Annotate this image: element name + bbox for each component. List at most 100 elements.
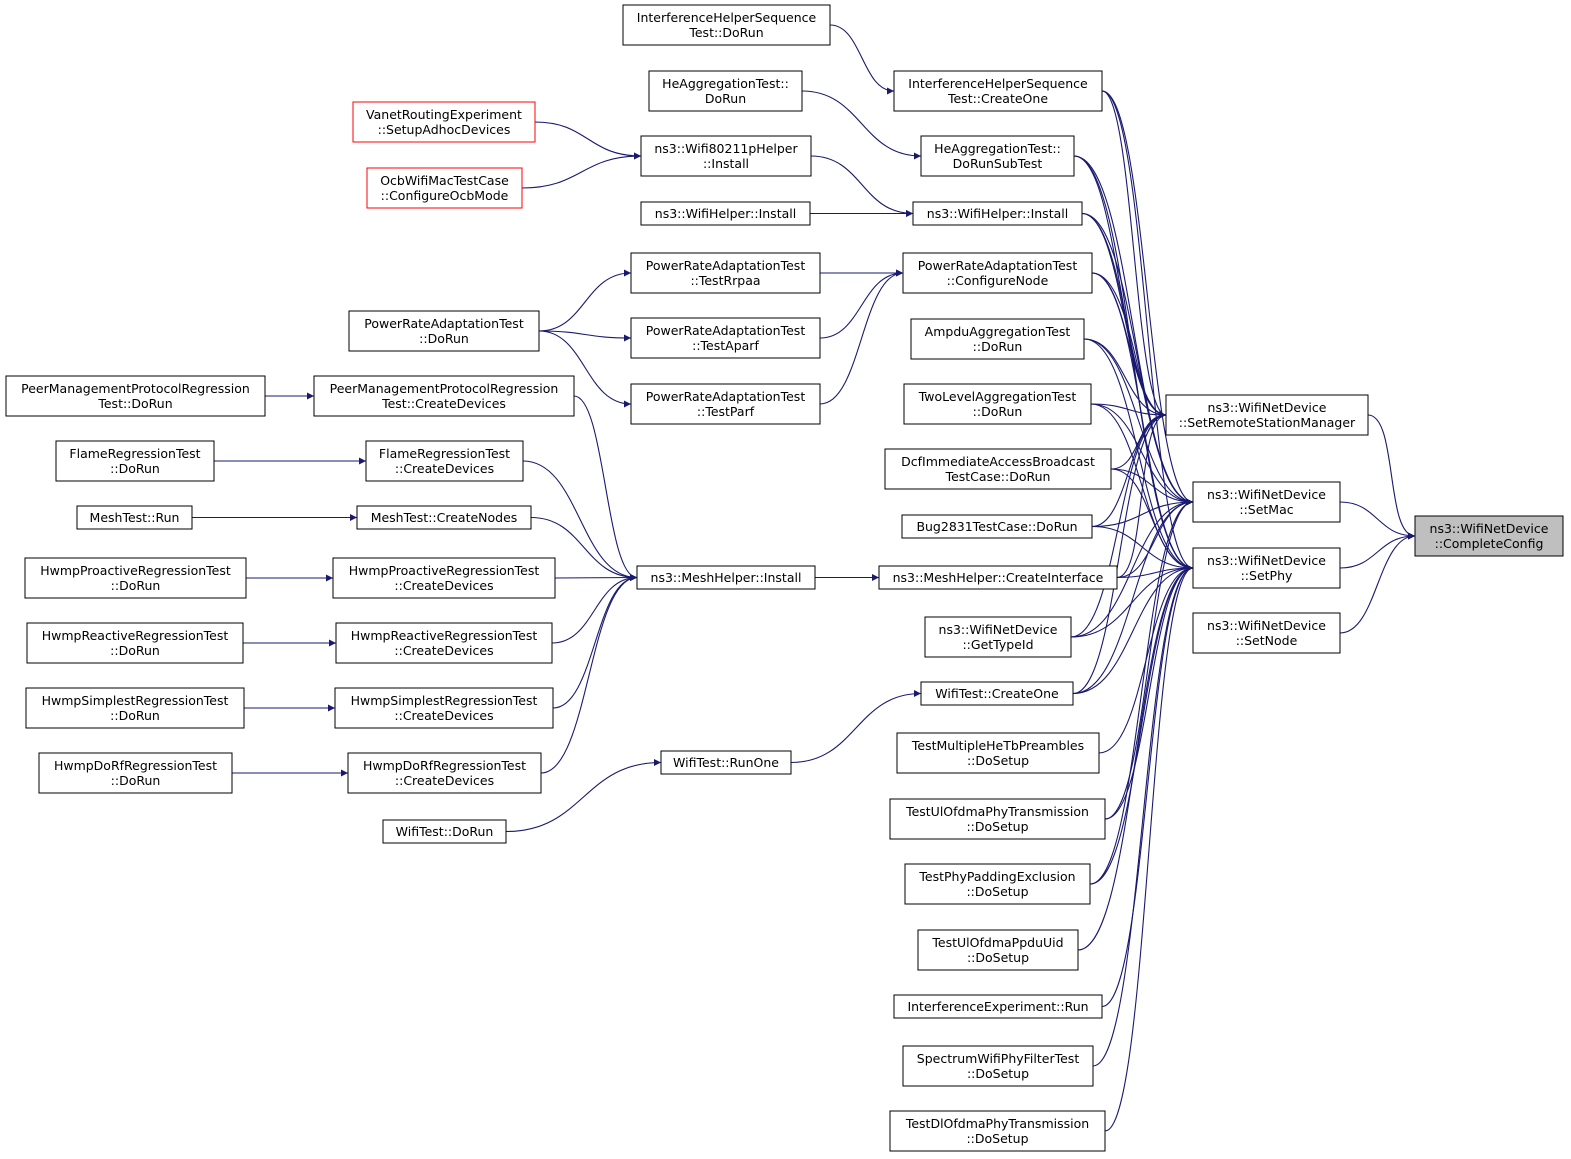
node-bug2831_dorun[interactable]: Bug2831TestCase::DoRun xyxy=(901,514,1093,539)
node-flame_createdevices[interactable]: FlameRegressionTest::CreateDevices xyxy=(365,440,524,482)
node-layer: ns3::WifiNetDevice::CompleteConfigns3::W… xyxy=(5,4,1564,1152)
node-label-line: ::SetRemoteStationManager xyxy=(1179,415,1356,430)
node-pmp_createdevices[interactable]: PeerManagementProtocolRegressionTest::Cr… xyxy=(313,375,575,417)
node-hwmpdorf_createdevices[interactable]: HwmpDoRfRegressionTest::CreateDevices xyxy=(347,752,542,794)
node-label-line: TestDlOfdmaPhyTransmission xyxy=(905,1116,1089,1131)
node-label-line: ::CreateDevices xyxy=(394,578,493,593)
node-heagg_dorunsubtest[interactable]: HeAggregationTest::DoRunSubTest xyxy=(920,135,1075,177)
node-hwmpproactive_dorun[interactable]: HwmpProactiveRegressionTest::DoRun xyxy=(24,557,247,599)
node-label-line: ::DoSetup xyxy=(966,884,1028,899)
node-meshhelper_install[interactable]: ns3::MeshHelper::Install xyxy=(636,565,816,590)
node-testulofdmaphy[interactable]: TestUlOfdmaPhyTransmission::DoSetup xyxy=(889,798,1106,840)
node-pra_testparf[interactable]: PowerRateAdaptationTest::TestParf xyxy=(630,383,821,425)
node-label-line: TestCase::DoRun xyxy=(945,469,1051,484)
node-ocb_configure[interactable]: OcbWifiMacTestCase::ConfigureOcbMode xyxy=(366,167,523,209)
node-label-line: ::SetPhy xyxy=(1241,568,1293,583)
node-hwmpsimplest_dorun[interactable]: HwmpSimplestRegressionTest::DoRun xyxy=(25,687,245,729)
node-label-line: ::DoRun xyxy=(111,578,161,593)
edge-setmac-to-completeconfig xyxy=(1339,501,1416,540)
node-box xyxy=(640,201,811,226)
node-label-line: TwoLevelAggregationTest xyxy=(918,389,1077,404)
node-box xyxy=(917,929,1079,971)
node-label-line: OcbWifiMacTestCase xyxy=(380,173,509,188)
node-meshtest_createnodes[interactable]: MeshTest::CreateNodes xyxy=(356,505,532,530)
node-hwmpreactive_createdevices[interactable]: HwmpReactiveRegressionTest::CreateDevice… xyxy=(335,622,553,664)
node-label-line: InterferenceHelperSequence xyxy=(908,76,1088,91)
edge-pra_configurenode-to-setphy xyxy=(1091,272,1194,572)
node-ihs_createone[interactable]: InterferenceHelperSequenceTest::CreateOn… xyxy=(893,70,1103,112)
edge-ihs_dorun-to-ihs_createone xyxy=(829,24,895,95)
node-wifi80211p_install[interactable]: ns3::Wifi80211pHelper::Install xyxy=(640,135,812,177)
node-label-line: ::DoSetup xyxy=(966,1131,1028,1146)
node-hwmpsimplest_createdevices[interactable]: HwmpSimplestRegressionTest::CreateDevice… xyxy=(334,687,554,729)
node-box xyxy=(335,622,553,664)
node-testphypadding[interactable]: TestPhyPaddingExclusion::DoSetup xyxy=(904,863,1091,905)
edge-ampdu_dorun-to-setphy xyxy=(1083,338,1194,572)
node-label-line: ns3::WifiHelper::Install xyxy=(927,206,1068,221)
node-label-line: ::ConfigureNode xyxy=(947,273,1049,288)
node-wifitest_createone[interactable]: WifiTest::CreateOne xyxy=(920,681,1074,706)
node-box xyxy=(26,622,244,664)
node-testmultiplehetb[interactable]: TestMultipleHeTbPreambles::DoSetup xyxy=(896,732,1100,774)
node-label-line: HwmpProactiveRegressionTest xyxy=(40,563,231,578)
node-label-line: HwmpDoRfRegressionTest xyxy=(54,758,217,773)
node-meshtest_run[interactable]: MeshTest::Run xyxy=(76,505,193,530)
node-hwmpreactive_dorun[interactable]: HwmpReactiveRegressionTest::DoRun xyxy=(26,622,244,664)
node-meshhelper_createinterface[interactable]: ns3::MeshHelper::CreateInterface xyxy=(878,565,1118,590)
node-wifitest_runone[interactable]: WifiTest::RunOne xyxy=(660,750,792,775)
node-dcf_dorun[interactable]: DcfImmediateAccessBroadcastTestCase::DoR… xyxy=(884,448,1112,490)
node-testdlofdmaphy[interactable]: TestDlOfdmaPhyTransmission::DoSetup xyxy=(889,1110,1106,1152)
node-setnode[interactable]: ns3::WifiNetDevice::SetNode xyxy=(1192,612,1341,654)
node-spectrumfilter[interactable]: SpectrumWifiPhyFilterTest::DoSetup xyxy=(902,1045,1094,1087)
node-label-line: ::CreateDevices xyxy=(394,708,493,723)
node-label-line: DoRun xyxy=(705,91,746,106)
node-box xyxy=(334,687,554,729)
edge-pra_dorun-to-pra_testaparf xyxy=(538,330,632,342)
node-label-line: ::TestParf xyxy=(697,404,755,419)
node-pra_testrrpaa[interactable]: PowerRateAdaptationTest::TestRrpaa xyxy=(630,252,821,294)
node-twolevel_dorun[interactable]: TwoLevelAggregationTest::DoRun xyxy=(903,383,1092,425)
node-box xyxy=(1192,612,1341,654)
node-box xyxy=(893,994,1103,1019)
node-box xyxy=(920,681,1074,706)
node-label-line: ::CreateDevices xyxy=(394,643,493,658)
node-box xyxy=(347,752,542,794)
node-wifitest_dorun[interactable]: WifiTest::DoRun xyxy=(382,819,507,844)
node-label-line: ::CreateDevices xyxy=(395,773,494,788)
node-hwmpdorf_dorun[interactable]: HwmpDoRfRegressionTest::DoRun xyxy=(38,752,233,794)
node-label-line: ::CreateDevices xyxy=(395,461,494,476)
node-flame_dorun[interactable]: FlameRegressionTest::DoRun xyxy=(55,440,215,482)
node-interferenceexp_run[interactable]: InterferenceExperiment::Run xyxy=(893,994,1103,1019)
node-setmac[interactable]: ns3::WifiNetDevice::SetMac xyxy=(1192,481,1341,523)
node-box xyxy=(5,375,266,417)
node-label-line: PowerRateAdaptationTest xyxy=(646,323,806,338)
node-testulofdmappdu[interactable]: TestUlOfdmaPpduUid::DoSetup xyxy=(917,929,1079,971)
edge-setphy-to-completeconfig xyxy=(1339,532,1416,569)
node-label-line: MeshTest::CreateNodes xyxy=(371,510,518,525)
node-pmp_dorun[interactable]: PeerManagementProtocolRegressionTest::Do… xyxy=(5,375,266,417)
node-box xyxy=(352,101,536,143)
node-heagg_dorun[interactable]: HeAggregationTest::DoRun xyxy=(648,70,803,112)
node-box xyxy=(630,383,821,425)
node-label-line: ::DoRun xyxy=(110,643,160,658)
node-setremotestationmanager[interactable]: ns3::WifiNetDevice::SetRemoteStationMana… xyxy=(1165,394,1369,436)
node-vanet_setup[interactable]: VanetRoutingExperiment::SetupAdhocDevice… xyxy=(352,101,536,143)
node-hwmpproactive_createdevices[interactable]: HwmpProactiveRegressionTest::CreateDevic… xyxy=(332,557,556,599)
node-label-line: HwmpSimplestRegressionTest xyxy=(42,693,229,708)
node-pra_dorun[interactable]: PowerRateAdaptationTest::DoRun xyxy=(348,310,540,352)
edge-pra_testaparf-to-pra_configurenode xyxy=(819,269,904,339)
node-completeconfig[interactable]: ns3::WifiNetDevice::CompleteConfig xyxy=(1414,515,1564,557)
node-box xyxy=(25,687,245,729)
node-setphy[interactable]: ns3::WifiNetDevice::SetPhy xyxy=(1192,547,1341,589)
node-label-line: ::GetTypeId xyxy=(962,637,1033,652)
edge-setremotestationmanager-to-completeconfig xyxy=(1367,414,1416,540)
node-pra_testaparf[interactable]: PowerRateAdaptationTest::TestAparf xyxy=(630,317,821,359)
node-wifihelper_install1[interactable]: ns3::WifiHelper::Install xyxy=(640,201,811,226)
node-box xyxy=(889,798,1106,840)
node-label-line: PeerManagementProtocolRegression xyxy=(330,381,559,396)
node-pra_configurenode[interactable]: PowerRateAdaptationTest::ConfigureNode xyxy=(902,252,1093,294)
node-wifihelper_install2[interactable]: ns3::WifiHelper::Install xyxy=(912,201,1083,226)
node-ampdu_dorun[interactable]: AmpduAggregationTest::DoRun xyxy=(910,318,1085,360)
node-gettypeid[interactable]: ns3::WifiNetDevice::GetTypeId xyxy=(924,616,1072,658)
